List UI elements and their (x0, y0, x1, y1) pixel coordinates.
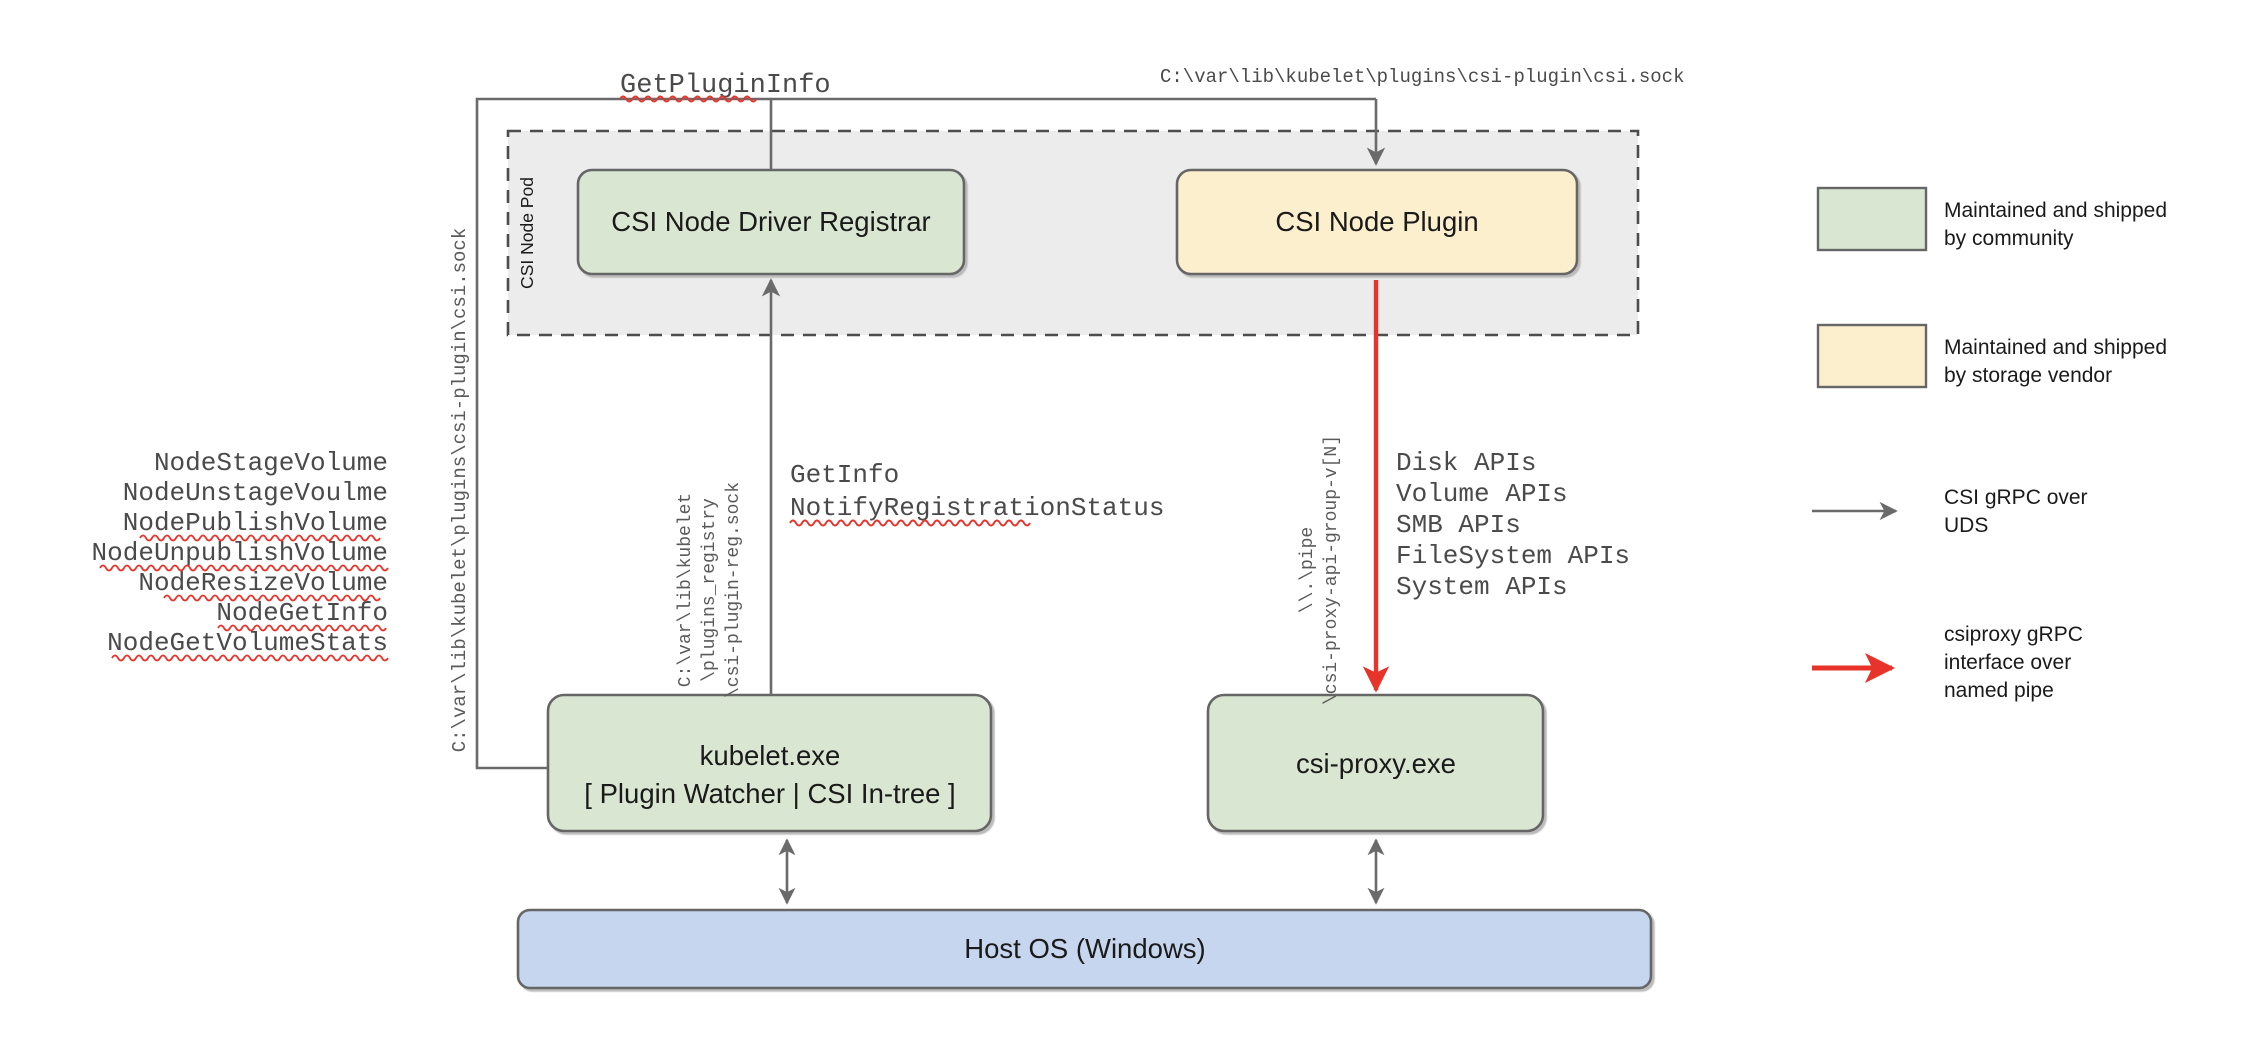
node-csi-node-plugin[interactable]: CSI Node Plugin (1175, 168, 1579, 276)
csi-node-pod-label: CSI Node Pod (517, 177, 537, 289)
legend: Maintained and shipped by community Main… (1812, 186, 2167, 702)
legend-arrow-csiproxy-grpc-label-2: interface over (1944, 651, 2071, 674)
legend-arrow-csiproxy-grpc-label-1: csiproxy gRPC (1944, 623, 2083, 646)
label-csi-sock-path-top: C:\var\lib\kubelet\plugins\csi-plugin\cs… (1160, 66, 1685, 88)
node-csi-proxy-exe[interactable]: csi-proxy.exe (1206, 693, 1545, 833)
node-api-item-4: NodeResizeVolume (138, 568, 388, 598)
node-kubelet-exe[interactable]: kubelet.exe [ Plugin Watcher | CSI In-tr… (546, 693, 993, 833)
label-reg-sock-path: C:\var\lib\kubelet \plugins_registry \cs… (676, 482, 744, 698)
proxy-api-item-2: SMB APIs (1396, 510, 1521, 540)
spellcheck-squiggle-3 (99, 564, 389, 572)
proxy-api-item-0: Disk APIs (1396, 448, 1536, 478)
node-host-os-label: Host OS (Windows) (964, 933, 1205, 964)
label-reg-sock-path-line1: C:\var\lib\kubelet (676, 493, 696, 687)
label-named-pipe: \\.\pipe \csi-proxy-api-group-v[N] (1298, 435, 1342, 705)
legend-arrow-csiproxy-grpc-label-3: named pipe (1944, 679, 2054, 702)
node-host-os-box[interactable] (516, 908, 1653, 990)
label-getplugininfo: GetPluginInfo (620, 71, 831, 101)
node-host-os[interactable]: Host OS (Windows) (516, 908, 1653, 990)
spellcheck-squiggle-5 (217, 624, 387, 632)
spellcheck-squiggle-6 (111, 654, 389, 662)
node-kubelet-box[interactable] (546, 693, 993, 833)
node-api-item-6: NodeGetVolumeStats (107, 628, 388, 658)
node-csi-node-driver-registrar[interactable]: CSI Node Driver Registrar (576, 168, 966, 276)
node-csi-proxy-label: csi-proxy.exe (1296, 748, 1456, 779)
node-kubelet-label-line2: [ Plugin Watcher | CSI In-tree ] (584, 778, 955, 809)
node-api-item-0: NodeStageVolume (154, 448, 388, 478)
legend-arrow-csiproxy-grpc: csiproxy gRPC interface over named pipe (1812, 623, 2083, 702)
proxy-api-item-4: System APIs (1396, 572, 1568, 602)
legend-swatch-community-color (1816, 186, 1928, 252)
legend-swatch-community-label-2: by community (1944, 227, 2074, 250)
node-registrar-label: CSI Node Driver Registrar (611, 206, 930, 237)
proxy-api-item-1: Volume APIs (1396, 479, 1568, 509)
legend-arrow-csi-grpc: CSI gRPC over UDS (1812, 486, 2088, 537)
label-named-pipe-line1: \\.\pipe (1298, 527, 1318, 613)
node-api-item-3: NodeUnpublishVolume (92, 538, 388, 568)
proxy-api-list: Disk APIs Volume APIs SMB APIs FileSyste… (1396, 448, 1630, 602)
node-kubelet-label-line1: kubelet.exe (700, 740, 841, 771)
legend-swatch-community-label-1: Maintained and shipped (1944, 199, 2167, 222)
label-notifyregistrationstatus: NotifyRegistrationStatus (790, 493, 1164, 523)
proxy-api-item-3: FileSystem APIs (1396, 541, 1630, 571)
node-plugin-label: CSI Node Plugin (1275, 206, 1478, 237)
spellcheck-squiggle-2 (139, 534, 381, 542)
label-csi-sock-path-left: C:\var\lib\kubelet\plugins\csi-plugin\cs… (449, 228, 471, 753)
spellcheck-squiggle-4 (163, 594, 381, 602)
spellcheck-squiggle-getplugininfo (619, 95, 758, 103)
legend-arrow-csi-grpc-label-2: UDS (1944, 514, 1988, 537)
node-api-list: NodeStageVolume NodeUnstageVoulme NodePu… (92, 448, 389, 662)
node-api-item-5: NodeGetInfo (216, 598, 388, 628)
spellcheck-squiggle-notifyregistrationstatus (789, 519, 1031, 527)
legend-swatch-vendor-label-1: Maintained and shipped (1944, 336, 2167, 359)
legend-swatch-vendor: Maintained and shipped by storage vendor (1816, 323, 2167, 389)
label-named-pipe-line2: \csi-proxy-api-group-v[N] (1322, 435, 1342, 705)
label-getinfo: GetInfo (790, 460, 899, 490)
node-api-item-1: NodeUnstageVoulme (123, 478, 388, 508)
legend-swatch-vendor-label-2: by storage vendor (1944, 364, 2112, 387)
edge-getplugininfo-route (475, 97, 1376, 770)
node-csi-proxy-box[interactable] (1206, 693, 1545, 833)
node-api-item-2: NodePublishVolume (123, 508, 388, 538)
legend-swatch-community: Maintained and shipped by community (1816, 186, 2167, 252)
label-reg-sock-path-line3: \csi-plugin-reg.sock (724, 482, 744, 698)
legend-swatch-vendor-color (1816, 323, 1928, 389)
label-reg-sock-path-line2: \plugins_registry (700, 498, 720, 682)
legend-arrow-csi-grpc-label-1: CSI gRPC over (1944, 486, 2088, 509)
node-plugin-box[interactable] (1175, 168, 1579, 276)
